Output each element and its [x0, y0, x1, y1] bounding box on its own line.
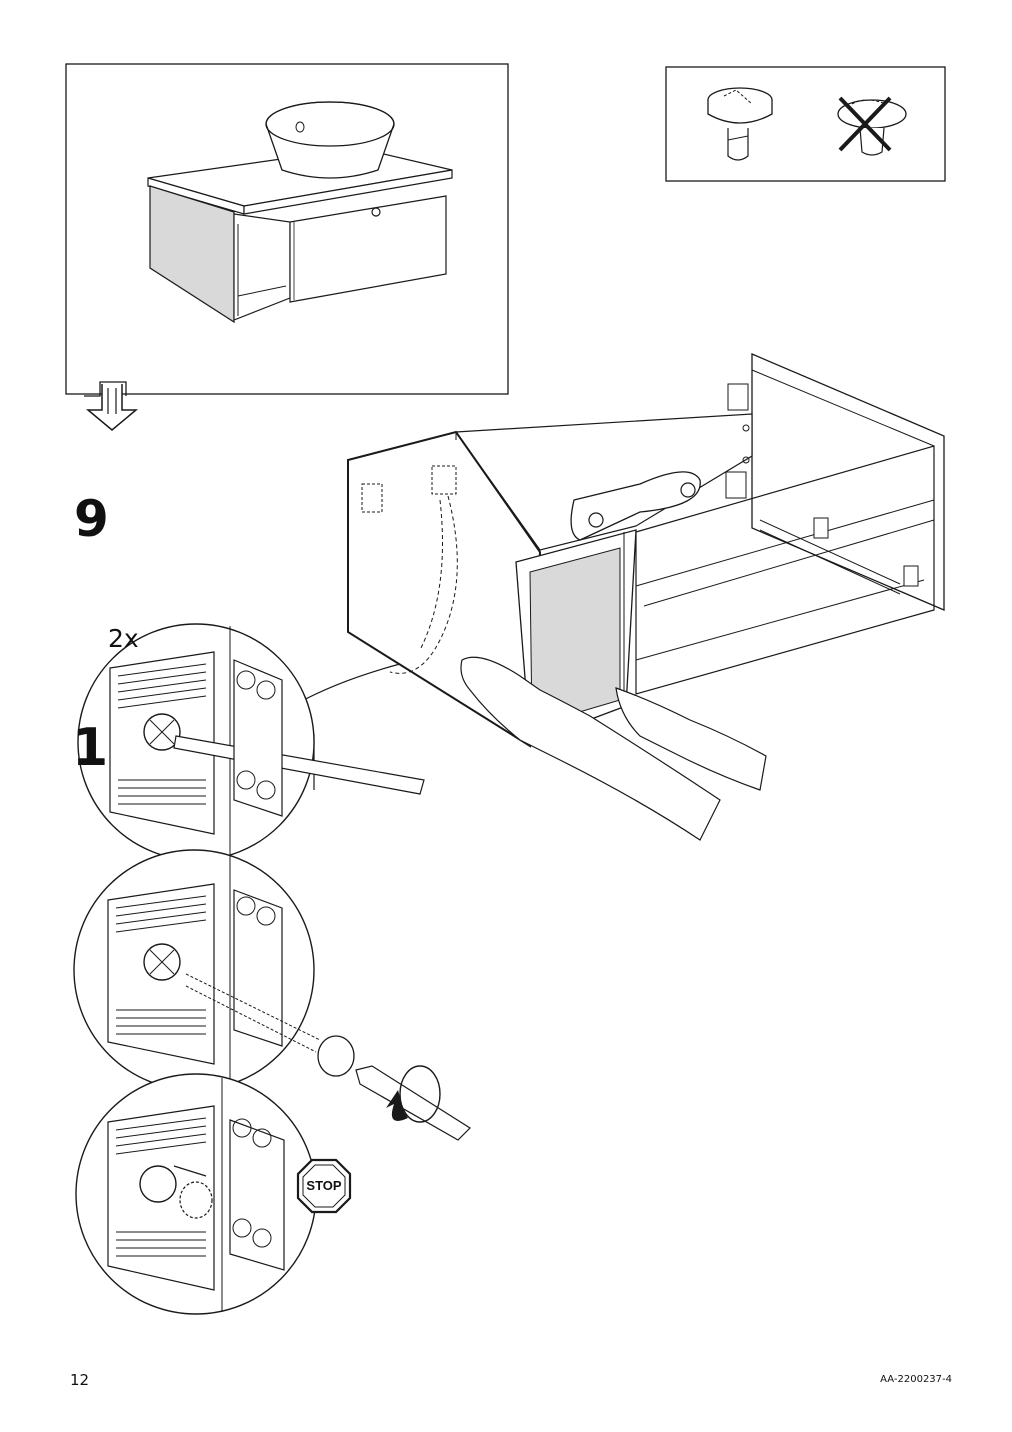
detail-circle-2: [73, 849, 355, 1091]
detail-circle-1: [77, 623, 425, 861]
document-code: AA-2200237-4: [880, 1374, 952, 1385]
comparison-frame: [665, 66, 946, 182]
drawer-knob: [371, 207, 381, 217]
quantity-label: 2x: [108, 624, 139, 653]
right-hand: [615, 687, 767, 791]
screwdriver-icon: [355, 1065, 471, 1141]
detail-circle-3: [75, 1073, 317, 1315]
page-number: 12: [70, 1371, 90, 1389]
incorrect-screw-icon: [837, 96, 907, 156]
left-hand: [460, 656, 721, 841]
down-arrow-icon: [84, 381, 139, 431]
rotate-clockwise-icon: [386, 1090, 408, 1121]
screw-head: [317, 1035, 355, 1077]
stop-sign-label: STOP: [306, 1178, 342, 1193]
drawer-front: [289, 195, 447, 303]
stop-sign-icon: [296, 1158, 352, 1214]
correct-screw-icon: [707, 87, 773, 161]
open-cabinet-section: [149, 185, 235, 324]
substep-number: 1: [72, 718, 109, 778]
overview-frame: [65, 63, 509, 395]
step-number: 9: [74, 490, 109, 548]
